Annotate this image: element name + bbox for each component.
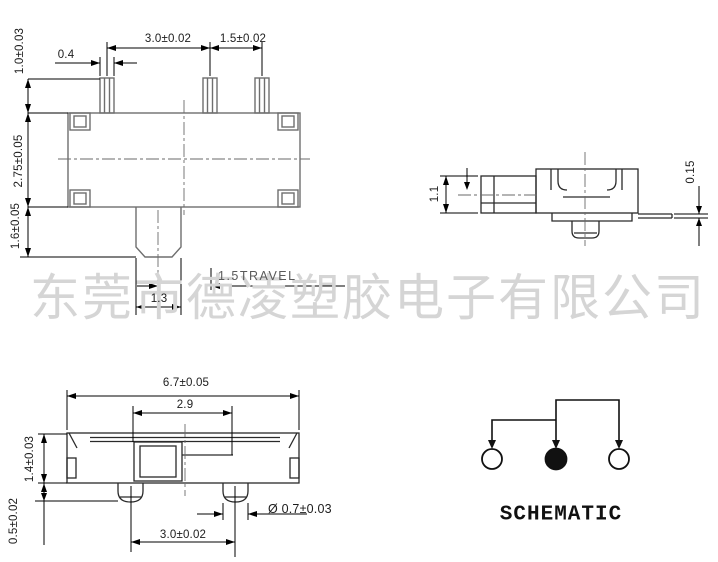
dim-boss-height: 0.5±0.02 [8,497,20,545]
schematic-symbol [481,399,630,471]
slider-stem [135,207,182,258]
schematic-arrowheads [488,440,623,449]
dim-stem-width: 1.3 [150,293,168,305]
dim-boss-diameter: Ø 0.7±0.03 [268,502,332,516]
bottom-part-outline [66,432,300,503]
bottom-body [66,432,300,484]
top-pins [99,77,270,114]
front-centerlines [58,100,310,293]
pole-right-circle [608,448,630,470]
dim-boss-pitch: 3.0±0.02 [159,529,207,541]
dim-pin-height: 1.0±0.03 [14,27,26,75]
dim-pin-pitch-left: 3.0±0.02 [144,33,192,45]
slider-knob [133,441,183,482]
bottom-dimensions [35,390,307,557]
side-arrowheads [443,176,702,226]
schematic-title: SCHEMATIC [499,503,623,527]
side-body [535,168,639,214]
side-part-outline [480,168,673,239]
bottom-arrowheads [41,393,299,545]
company-watermark: 东莞市德凌塑胶电子有限公司 [30,269,706,327]
front-view [20,42,345,315]
side-view [440,152,708,246]
dim-slider-window: 2.9 [176,399,194,411]
front-arrowheads [25,45,262,310]
travel-note: 1.5TRAVEL [218,269,297,283]
side-centerlines [458,152,586,246]
dim-overall-width: 6.7±0.05 [162,377,210,389]
dim-actuator-height: 1.1 [429,185,441,203]
pole-left-circle [481,448,503,470]
side-actuator [480,175,537,214]
dim-pin-pitch-right: 1.5±0.02 [219,33,267,45]
dim-body-depth: 1.4±0.03 [24,435,36,483]
side-boss [571,221,600,239]
schematic-wires [491,399,620,442]
dim-pin-width: 0.4 [57,49,75,61]
pole-common-circle-filled [544,447,568,471]
side-dimensions [440,168,708,246]
dim-stem-height: 1.6±0.05 [10,202,22,250]
dim-terminal-thickness: 0.15 [685,160,697,184]
dim-body-height: 2.75±0.05 [13,134,25,188]
bottom-view [35,390,307,557]
